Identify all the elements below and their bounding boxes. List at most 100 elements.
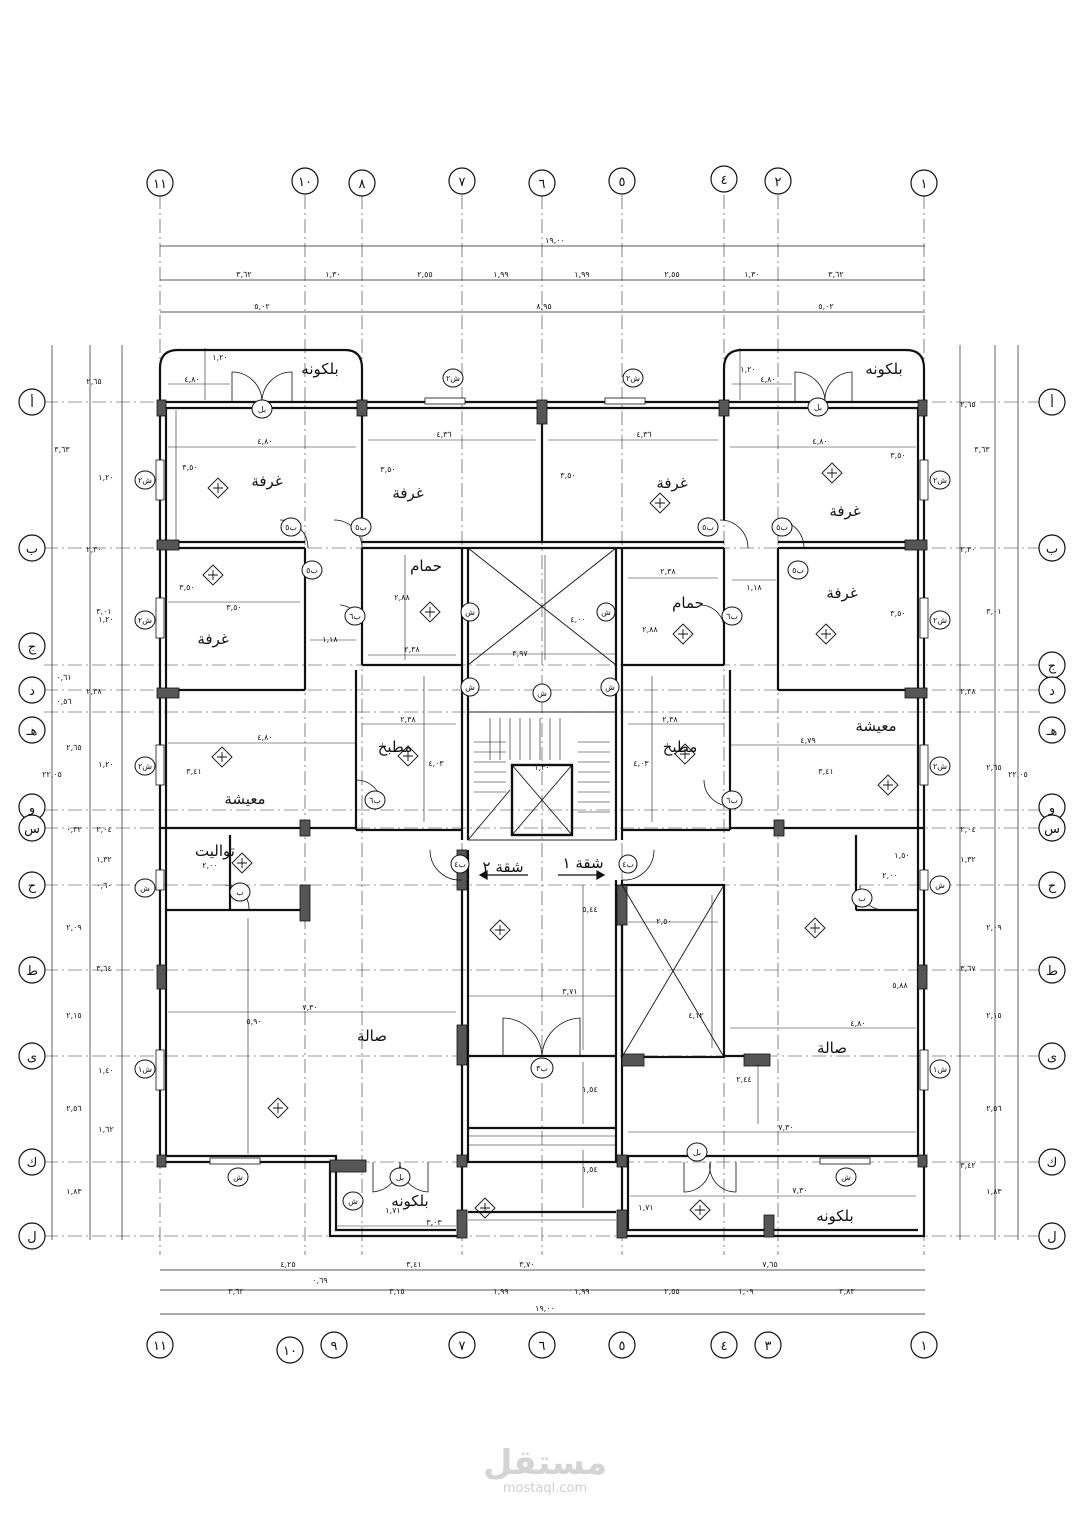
- label-balcony-br: بلكونه: [816, 1207, 853, 1225]
- rd-0: ٢,٦٥: [960, 400, 975, 409]
- rd-liv2-w: ٤,٧٩: [800, 736, 815, 745]
- rd-stair-d: ٤,٠٠: [570, 615, 585, 624]
- dim-row1-1: ١,٣٠: [325, 270, 340, 279]
- rd-5: ١,٣٢: [960, 855, 975, 864]
- ld-7: ٢,١٥: [66, 1011, 81, 1020]
- grid-labels-right: أ ب ج د هـ و س ح ط ى ك ل: [1044, 394, 1060, 1245]
- label-hall-1: صالة: [357, 1027, 387, 1045]
- rd-room6-d: ٣,٥٠: [890, 609, 905, 618]
- room-labels: بلكونه بلكونه غرفة غرفة غرفة غرفة غرفة غ…: [195, 360, 903, 1225]
- label-room-5: غرفة: [197, 630, 228, 648]
- left-dims: ٢,٦٥ ٢,٣٠ ٢,٣٨ ٢,٦٥ ٢,٠٤ ١,٣٢ ٢,٠٩ ٢,١٥ …: [42, 377, 114, 1196]
- tag-d-15: ب٣: [536, 1064, 548, 1073]
- dim-b2-2: ١,٩٩: [493, 1287, 508, 1296]
- grid-right-7: ح: [1048, 879, 1057, 894]
- ldi-4: ١,٦٢: [98, 1125, 113, 1134]
- grid-right-10: ك: [1047, 1156, 1058, 1171]
- label-hall-2: صالة: [817, 1039, 847, 1057]
- rd-bath1-d: ٢,٨٨: [394, 593, 410, 602]
- top-dimensions: [160, 245, 925, 313]
- tag-w-13: ش: [233, 1173, 243, 1182]
- tag-d-13: ب٤: [454, 860, 466, 869]
- rd-hall1-w: ٧,٣٠: [302, 1003, 317, 1012]
- grid-left-9: ى: [27, 1050, 37, 1065]
- ldi-2: ١,٢٠: [98, 760, 113, 769]
- lds-3: ٠,٦٠: [96, 881, 111, 890]
- grid-right-11: ل: [1047, 1230, 1056, 1245]
- grid-left-8: ط: [26, 964, 38, 979]
- rd-room2-w: ٤,٣٦: [436, 430, 451, 439]
- label-toilet: تواليت: [195, 842, 235, 860]
- rd-elev: ١,٣٠: [534, 763, 549, 772]
- rd-lobby-w: ٣,٧١: [562, 987, 577, 996]
- rd-7: ٢,١٥: [986, 1011, 1001, 1020]
- rd-balc3-w: ٧,٣٠: [792, 1186, 807, 1195]
- rd-2: ٢,٣٨: [960, 687, 976, 696]
- lds-2: ٠,٣٢: [66, 825, 81, 834]
- dim-row1: ٣,٦٢ ١,٣٠ ٢,٥٥ ١,٩٩ ١,٩٩ ٢,٥٥ ١,٣٠ ٣,٦٢: [236, 270, 843, 279]
- bottom-dimensions: [160, 1269, 925, 1315]
- dim-row1-7: ٣,٦٢: [828, 270, 843, 279]
- tag-d-1: ب٥: [285, 523, 297, 532]
- tag-w-11: ش١: [138, 1065, 152, 1074]
- ld-3: ٢,٦٥: [66, 743, 81, 752]
- label-room-1: غرفة: [251, 472, 282, 490]
- rd-room3-d: ٣,٥٠: [560, 471, 575, 480]
- label-bath-2: حمام: [672, 594, 704, 612]
- rd-room4-w: ٤,٨٠: [812, 437, 827, 446]
- dim-bottom-small: ٠,٦٩: [312, 1276, 327, 1285]
- label-balcony-tr: بلكونه: [865, 360, 902, 378]
- rd-balc2-w: ١,٧١: [385, 1206, 400, 1215]
- rd-rhall-w: ٤,٨٠: [850, 1019, 865, 1028]
- grid-top-5: ٥: [619, 175, 626, 190]
- rd-corr-1: ١,١٨: [322, 635, 338, 644]
- tag-w-10: ش: [935, 881, 945, 890]
- tag-w-2: ش٢: [626, 374, 640, 383]
- grid-left-1: ب: [26, 542, 38, 557]
- dim-row1-4: ١,٩٩: [574, 270, 589, 279]
- ld-8: ٢,٥٦: [66, 1104, 81, 1113]
- tag-w-15: ش: [465, 608, 475, 617]
- apartment-arrows: [478, 869, 606, 881]
- rd-liv1-w: ٤,٨٠: [257, 733, 272, 742]
- rd-stair-w: ٣,٩٧: [512, 649, 528, 658]
- watermark: مستقل mostaql.com: [470, 1445, 620, 1496]
- label-living-2: معيشة: [855, 717, 896, 735]
- rd-shaft-w: ٢,٥٠: [656, 917, 671, 926]
- grid-bottom-3: ٧: [459, 1339, 466, 1354]
- grid-right-0: أ: [1050, 394, 1054, 411]
- grid-left-3: د: [29, 684, 35, 699]
- tag-w-4: ش٢: [933, 476, 947, 485]
- rd-balc-tl-d: ١,٢٠: [212, 353, 227, 362]
- dim-row1-3: ١,٩٩: [493, 270, 508, 279]
- tag-d-11: ب: [236, 888, 244, 897]
- rd-room5-w: ٣,٥٠: [226, 603, 241, 612]
- watermark-url: mostaql.com: [502, 1481, 588, 1496]
- rd-balc2-d: ٣,٠٣: [426, 1218, 442, 1227]
- rd-entry-d2: ١,٥٤: [582, 1165, 597, 1174]
- tag-d-5: ب٥: [306, 566, 318, 575]
- ldb-0: ٣,٦٣: [54, 445, 70, 454]
- tag-w-18: ش: [537, 689, 547, 698]
- rd-3: ٢,٦٥: [986, 763, 1001, 772]
- dim-bottom-row1: ٤,٢٥ ٣,٤١ ٣,٧٠ ٧,٦٥: [280, 1260, 777, 1269]
- dim-b1-2: ٣,٧٠: [519, 1260, 534, 1269]
- ld-5: ١,٣٢: [96, 855, 111, 864]
- tag-d-2: ب٥: [355, 523, 367, 532]
- grid-left-0: أ: [30, 394, 34, 411]
- rd-room4-d: ٣,٥٠: [890, 451, 905, 460]
- dim-bottom-row2: ٣,٦٢ ٣,١٥ ١,٩٩ ١,٩٩ ٢,٥٥ ١,٠٩ ٣,٨٣: [228, 1287, 855, 1296]
- rd-bath2-w: ٢,٣٨: [660, 567, 676, 576]
- tag-w-19: ش: [605, 683, 615, 692]
- grid-bottom-2: ٩: [331, 1339, 338, 1354]
- dim-b2-3: ١,٩٩: [574, 1287, 589, 1296]
- grid-right-1: ب: [1046, 542, 1058, 557]
- lds-0: ٠,٦١: [56, 673, 71, 682]
- dim-b1-0: ٤,٢٥: [280, 1260, 295, 1269]
- rd-kit2-w: ٢,٣٨: [662, 715, 678, 724]
- label-balcony-bl: بلكونه: [391, 1192, 428, 1210]
- dim-row2: ٥,٠٢ ٨,٩٥ ٥,٠٢: [254, 302, 833, 311]
- side-dimension-lines: [51, 345, 1019, 1240]
- dim-row2-2: ٥,٠٢: [818, 302, 833, 311]
- tag-w-8: ش٢: [933, 762, 947, 771]
